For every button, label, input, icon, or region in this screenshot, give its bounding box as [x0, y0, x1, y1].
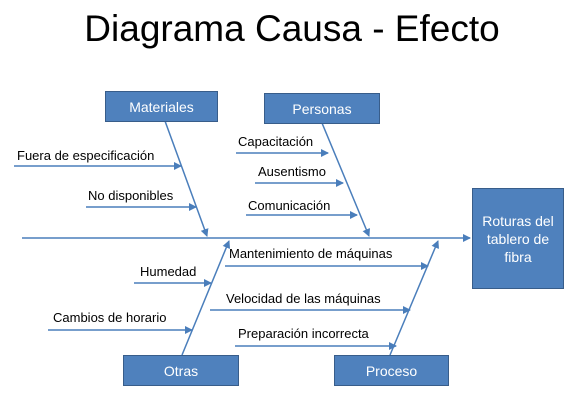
- category-otras-label: Otras: [163, 362, 199, 379]
- bone-otras: [181, 240, 231, 356]
- bone-personas: [321, 122, 371, 237]
- bone-proceso: [389, 240, 439, 356]
- category-personas-label: Personas: [292, 100, 352, 117]
- cause-mantenimiento-de-maquinas: Mantenimiento de máquinas: [229, 246, 393, 261]
- category-proceso-label: Proceso: [365, 362, 418, 379]
- cause-fuera-de-especificacion: Fuera de especificación: [17, 148, 155, 163]
- cause-capacitacion: Capacitación: [238, 134, 314, 149]
- category-otras-box: Otras: [123, 355, 239, 386]
- cause-preparacion-incorrecta: Preparación incorrecta: [238, 326, 369, 341]
- bone-materiales: [164, 120, 209, 237]
- category-proceso-box: Proceso: [334, 355, 449, 386]
- cause-velocidad-de-las-maquinas: Velocidad de las máquinas: [226, 291, 381, 306]
- effect-label: Roturas del tablero de fibra: [482, 212, 554, 265]
- effect-box: Roturas del tablero de fibra: [472, 188, 564, 289]
- category-personas-box: Personas: [264, 93, 380, 124]
- page-title: Diagrama Causa - Efecto: [84, 8, 500, 49]
- cause-comunicacion: Comunicación: [248, 198, 331, 213]
- cause-cambios-de-horario: Cambios de horario: [53, 310, 167, 325]
- cause-ausentismo: Ausentismo: [258, 164, 326, 179]
- category-materiales-label: Materiales: [129, 98, 194, 115]
- category-materiales-box: Materiales: [105, 91, 218, 122]
- cause-no-disponibles: No disponibles: [88, 188, 174, 203]
- cause-humedad: Humedad: [140, 264, 197, 279]
